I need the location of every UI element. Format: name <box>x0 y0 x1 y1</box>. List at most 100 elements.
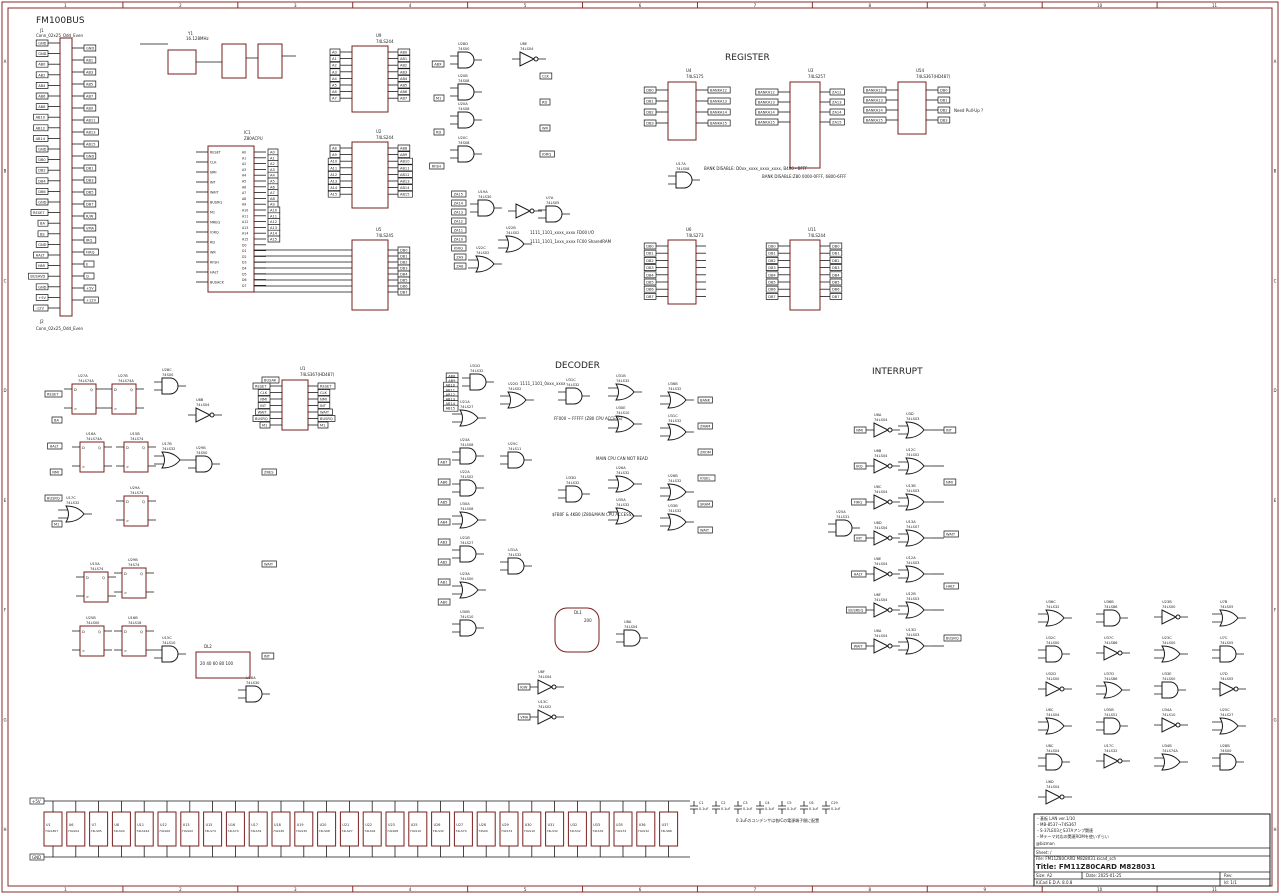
dec-out-label-box <box>697 526 713 534</box>
note-bank: BANK DISABLE: D0xx_xxxx_xxxx_xxxx, B400 … <box>704 166 808 171</box>
dec-in-label: AB8 <box>448 375 456 379</box>
gate-u19a-ref: U19A <box>478 190 488 194</box>
note-bank2: BANK DISABLE:Z80 0000-0FFF, 6800-6FFF <box>762 174 847 179</box>
buffer-in-label: A13 <box>330 180 337 184</box>
buffer-out-label-box <box>397 190 413 198</box>
border-number-bottom: 1 <box>64 887 67 892</box>
ff-u27a-clk: > <box>74 407 77 411</box>
power-ic-ref: U28 <box>479 823 486 827</box>
bus-left-pin: BA <box>40 222 45 226</box>
spare-unit-leads <box>1038 613 1072 623</box>
gate-u35a-body <box>615 507 635 525</box>
u1-in-label-box <box>259 421 271 429</box>
ff-u15a-part: 74LS18 <box>128 621 142 625</box>
u6-in-label-box <box>643 249 657 257</box>
gate-u29b-ref: U29B <box>196 446 206 450</box>
u3-in-label-box <box>755 98 779 106</box>
spare-unit-part: 74LS10 <box>1162 713 1176 717</box>
spare-unit-body <box>1161 717 1178 733</box>
spare-unit-part: 74LS05 <box>1220 641 1233 645</box>
border-letter-left: D <box>3 388 6 393</box>
u54-body <box>897 81 927 135</box>
gate-u26a-body <box>667 483 687 501</box>
ff-u27b-leads <box>104 388 144 409</box>
dec-addr-label-box <box>437 538 451 546</box>
gate-int-or-part: 74LS03 <box>906 633 919 637</box>
dec-out-label-box <box>697 422 713 430</box>
dec-in-label: AB9 <box>448 379 456 383</box>
power-ic-symbols: U174LS367U674LS04U774LS05U874LS04U1174LS… <box>43 801 679 857</box>
spare-unit-leads <box>1096 613 1128 623</box>
u54-in-label: BANKA14 <box>866 109 884 113</box>
cpu-right-pin: A0 <box>242 151 246 155</box>
u3-out-label: ZA12 <box>832 91 842 95</box>
gate-int-inv-bubble <box>887 571 893 577</box>
ff-u29b-2-leads <box>114 572 154 593</box>
power-ic-ref: U32 <box>570 823 577 827</box>
cpu-left-pin: M1 <box>210 211 215 215</box>
spare-unit-body <box>1045 789 1062 805</box>
u4-out-label: BANKA14 <box>710 111 728 115</box>
cpu-z80: IC1 Z80ACPU RESETCLKNMIINTWAITBUSRQM1MRE… <box>196 130 281 293</box>
bus-right-pin-box <box>83 200 97 208</box>
gate-u15c-body <box>245 685 263 703</box>
gate-int-inv-part: 74LS04 <box>874 526 888 530</box>
gate-int-or-ref: U13A <box>906 520 916 524</box>
border-number-bottom: 7 <box>754 887 757 892</box>
bus-left-pin-box <box>33 135 49 142</box>
border-letter-right: E <box>1274 498 1277 503</box>
bus-right-pin-box <box>83 236 97 244</box>
gate-int-or-leads <box>898 569 932 579</box>
u1-out-label: INT <box>320 404 327 408</box>
spare-unit-leads <box>1212 721 1246 731</box>
dec-out-label: SRAM <box>700 503 710 507</box>
gate-u30e-body <box>565 485 583 503</box>
border-number-top: 7 <box>754 3 757 8</box>
border-letter-right: D <box>1273 388 1276 393</box>
gate-u30e-leads <box>558 489 590 499</box>
u5-body <box>351 239 389 311</box>
dec-out-label-box <box>697 396 713 404</box>
power-ic-part: 74LS08 <box>387 829 398 833</box>
spare-unit-part: 74LS86 <box>1104 641 1118 645</box>
gate-u20a-ref: U20A <box>458 102 468 106</box>
cpu-right-pin: A15 <box>242 238 248 242</box>
buffer-out-label: AB7 <box>400 97 407 101</box>
buffer-u2: U2 74LS244 <box>351 129 394 209</box>
cpu-addr-label: A0 <box>270 151 275 155</box>
title-block: ・基板 LAN ver.1/10 ・MB-8537→74S367 ・S-37LE… <box>1033 813 1271 887</box>
power-ic-part: 74LS04 <box>68 829 79 833</box>
buffer-out-label: AB3 <box>400 70 407 74</box>
dec-rw-label-box <box>517 713 531 721</box>
gate-u8b-body <box>195 407 212 423</box>
bus-left-pin-box <box>35 103 49 110</box>
u4-ref: U4 <box>686 68 692 73</box>
spare-unit-ref: U8D <box>1046 780 1054 784</box>
int-in-label: FIRQ <box>854 501 863 505</box>
cap-value: 0.1uF <box>743 807 753 811</box>
bus-left-pin: AB14 <box>36 137 46 141</box>
topmid-addr-label-box <box>451 199 467 207</box>
bus-right-pin: DB7 <box>86 203 94 207</box>
gate-u33d-body <box>615 475 635 493</box>
dec-in-label: AB13 <box>446 398 456 402</box>
border-letter-left: H <box>3 827 6 832</box>
topmid-out-label-box <box>539 150 555 158</box>
buffer-out-label-box <box>397 94 411 102</box>
cpu-addr-label: A12 <box>270 220 277 224</box>
u1-in-label-box <box>252 415 271 422</box>
u1-in-label-box <box>255 408 271 416</box>
gate-u31c-2-ref: U31C <box>668 414 678 418</box>
power-gnd-label: GND <box>32 855 41 860</box>
dec-addr-label: AB7 <box>440 461 447 465</box>
gate-u26d-leads <box>616 633 648 643</box>
